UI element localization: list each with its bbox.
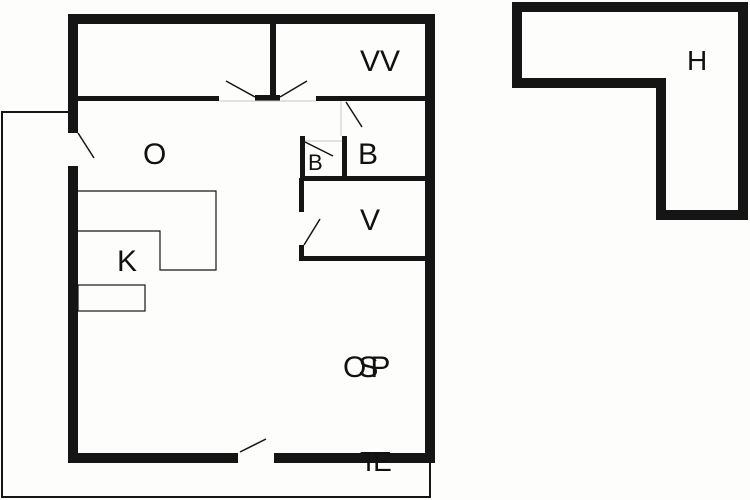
wall-left-upper bbox=[68, 14, 78, 133]
room-label-o: O bbox=[143, 138, 166, 171]
room-label-vv: VV bbox=[360, 45, 400, 78]
room-label-b-large: B bbox=[358, 138, 378, 171]
door-icon bbox=[239, 438, 267, 453]
wall-inner-h2 bbox=[255, 95, 280, 101]
room-label-b-small: B bbox=[308, 150, 323, 175]
room-label-te: TE bbox=[360, 446, 391, 477]
wall-bottom-left bbox=[68, 453, 238, 463]
room-label-osp: OSP bbox=[343, 351, 389, 384]
wall-vv-divider bbox=[270, 24, 276, 100]
wall-v-bottom bbox=[299, 256, 425, 261]
wall-inner-h1 bbox=[78, 96, 219, 101]
door-swings bbox=[77, 80, 363, 453]
wall-v-left-lower bbox=[299, 245, 304, 261]
wall-left-lower bbox=[68, 166, 78, 463]
kitchen-fixtures bbox=[77, 190, 217, 312]
outbuilding-h bbox=[512, 2, 748, 220]
door-icon bbox=[279, 80, 308, 98]
kitchen-side-counter bbox=[77, 284, 146, 312]
door-icon bbox=[303, 218, 321, 246]
door-icon bbox=[304, 141, 334, 157]
wall-b-left bbox=[300, 136, 305, 181]
door-icon bbox=[77, 132, 95, 159]
door-icon bbox=[225, 80, 256, 98]
room-label-v: V bbox=[360, 204, 380, 237]
wall-inner-h3 bbox=[316, 96, 425, 101]
wall-bottom-right bbox=[274, 453, 435, 463]
kitchen-counter bbox=[78, 190, 217, 271]
thin-partitions bbox=[219, 100, 342, 142]
wall-v-left-upper bbox=[299, 178, 304, 212]
wall-right bbox=[425, 14, 435, 463]
room-label-h: H bbox=[687, 45, 707, 76]
terrace-outline bbox=[1, 111, 431, 498]
wall-b-bottom bbox=[300, 176, 425, 181]
wall-b-mid bbox=[342, 136, 347, 181]
wall-top bbox=[68, 14, 435, 24]
walls bbox=[68, 14, 435, 463]
room-label-k: K bbox=[117, 245, 137, 278]
door-icon bbox=[345, 101, 363, 128]
